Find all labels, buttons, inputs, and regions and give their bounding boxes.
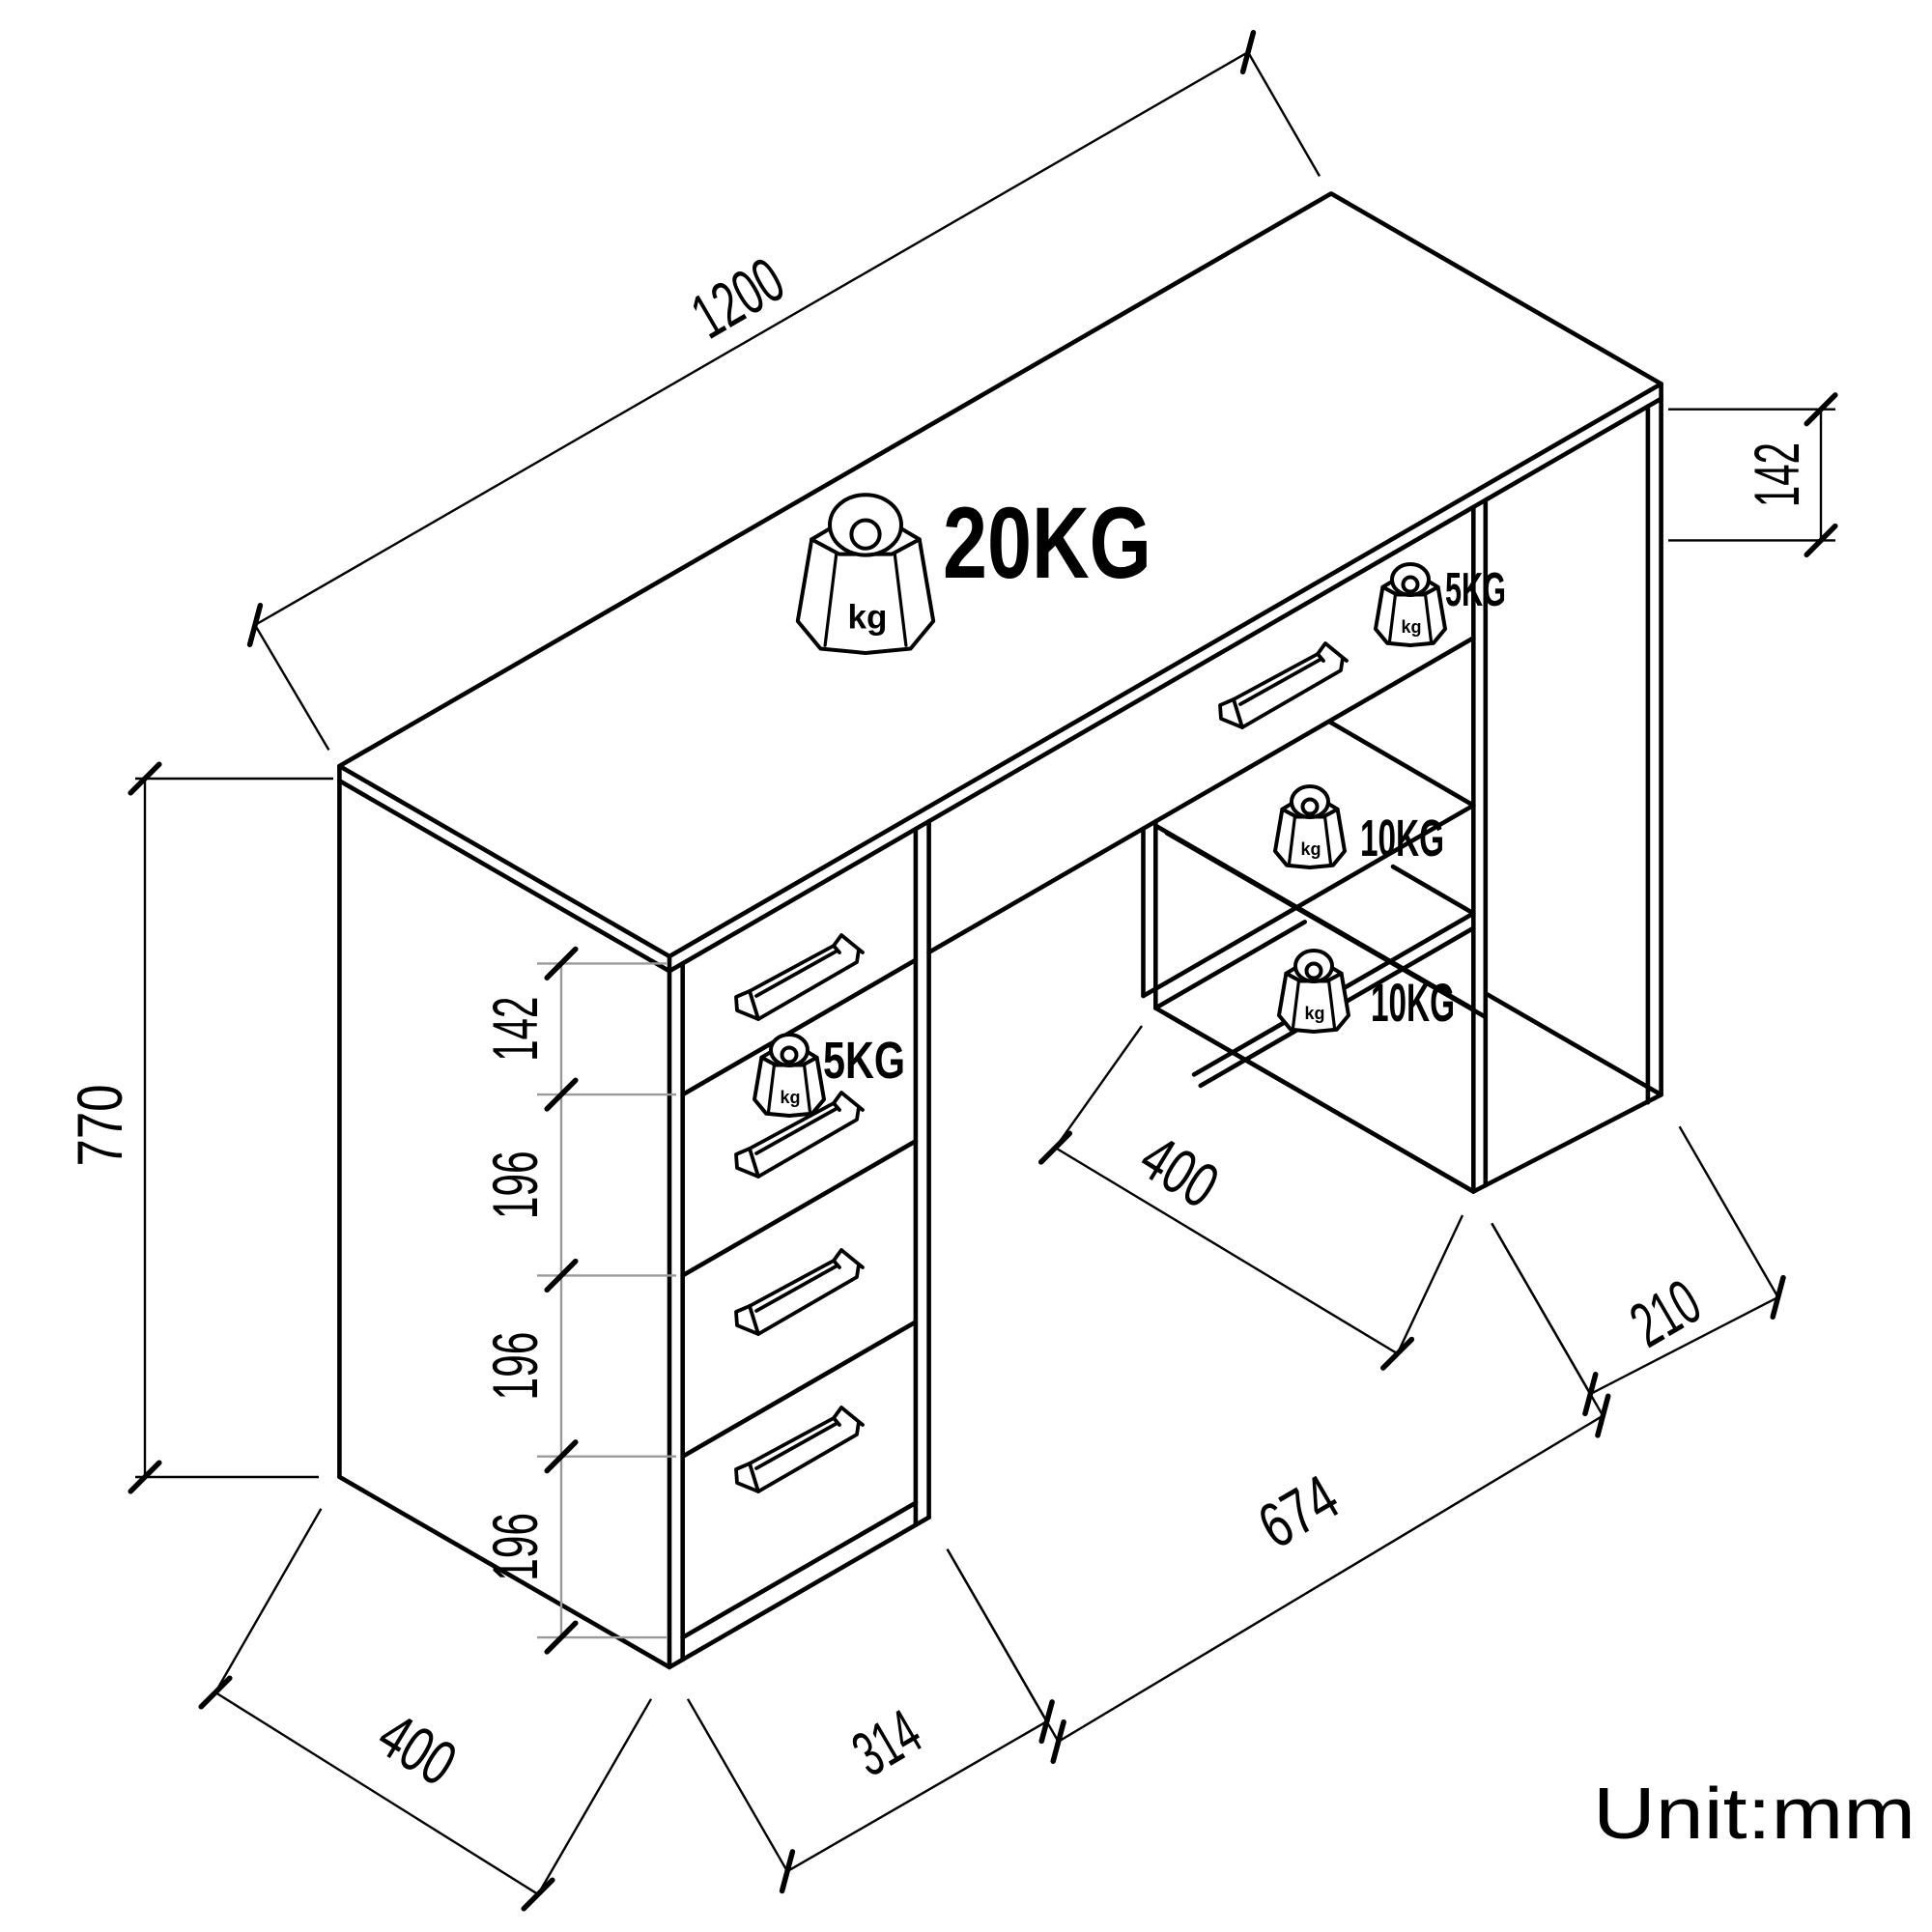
svg-text:196: 196 (479, 1332, 551, 1401)
svg-text:kg: kg (1300, 839, 1321, 859)
svg-text:196: 196 (479, 1513, 551, 1581)
svg-text:kg: kg (1304, 1004, 1324, 1023)
svg-text:770: 770 (64, 1085, 135, 1167)
svg-text:5KG: 5KG (1445, 564, 1506, 616)
svg-text:142: 142 (479, 997, 551, 1062)
svg-text:10KG: 10KG (1371, 972, 1455, 1033)
svg-text:kg: kg (780, 1088, 800, 1107)
svg-text:kg: kg (1401, 617, 1421, 637)
svg-text:kg: kg (848, 599, 888, 637)
svg-text:10KG: 10KG (1360, 810, 1444, 867)
svg-text:20KG: 20KG (943, 487, 1151, 600)
svg-text:196: 196 (479, 1151, 551, 1219)
svg-text:5KG: 5KG (823, 1032, 905, 1090)
svg-text:Unit:mm: Unit:mm (1593, 1773, 1916, 1854)
svg-text:142: 142 (1741, 442, 1812, 507)
